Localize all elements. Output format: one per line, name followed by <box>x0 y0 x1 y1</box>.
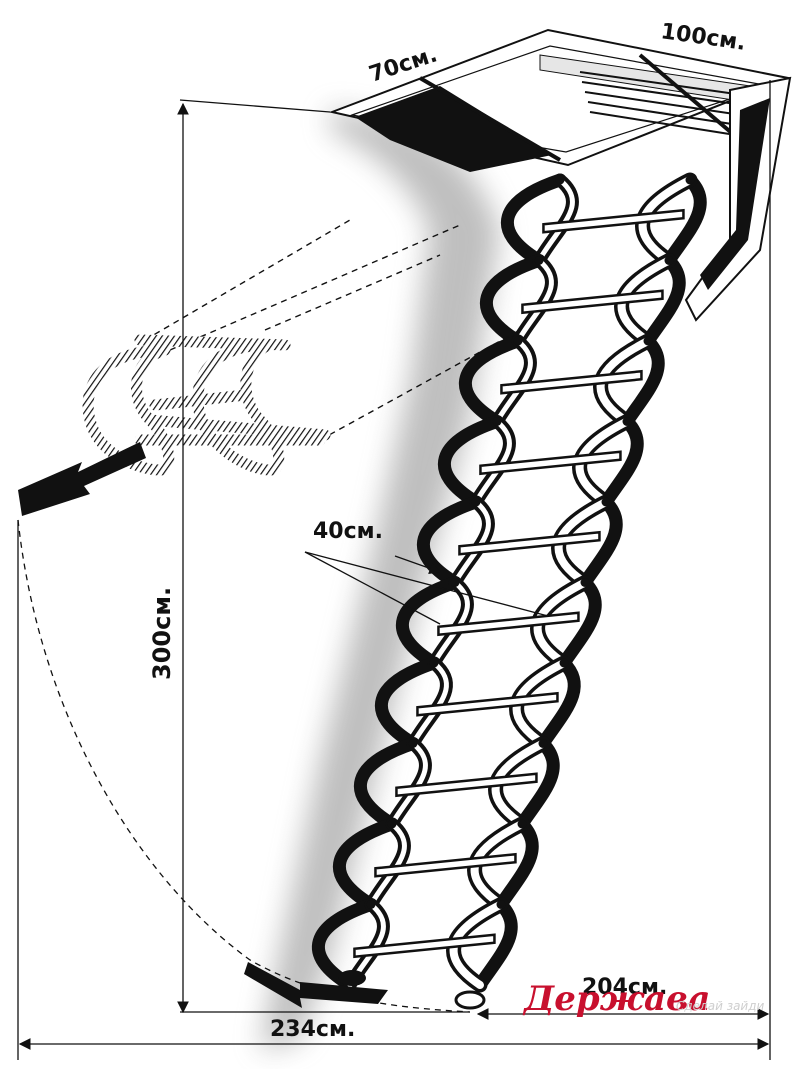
ladder-step <box>542 208 685 234</box>
ladder-pivot <box>559 658 569 668</box>
ladder-step <box>500 369 643 395</box>
ladder-pivot <box>429 658 439 668</box>
ladder-foot-right <box>454 990 486 1010</box>
hatch-frame <box>328 28 792 322</box>
ladder-link-left <box>410 660 449 746</box>
ladder-link-right <box>515 737 560 831</box>
ladder-link-right <box>641 254 686 348</box>
ladder-link-right <box>536 656 581 750</box>
dimension-lines <box>17 80 771 1060</box>
ladder-link-left <box>333 817 399 911</box>
folded-ladder-detail <box>18 219 521 516</box>
ladder-link-left <box>473 419 512 505</box>
ladder-link-right <box>578 495 623 589</box>
ladder-step <box>374 852 517 878</box>
scissor-ladder <box>312 172 707 1010</box>
ladder-link-left <box>480 254 546 348</box>
dim-label-234: 234см. <box>270 1017 355 1042</box>
ladder-step <box>395 772 538 798</box>
brand-logo: Держава <box>522 979 710 1019</box>
ladder-pivot <box>517 819 527 829</box>
ladder-pivot <box>664 256 674 265</box>
ladder-pivot <box>538 739 548 748</box>
ladder-link-left <box>459 334 525 428</box>
dim-label-300: 300см. <box>148 587 176 680</box>
ladder-step <box>353 933 496 959</box>
ladder-foot-left <box>338 970 366 986</box>
ladder-pivot <box>513 336 523 346</box>
ladder-link-left <box>354 737 420 831</box>
ladder-link-right <box>620 334 665 428</box>
swing-arc <box>17 519 471 1013</box>
dim-label-40: 40см. <box>313 519 383 544</box>
dim-label-100: 100см. <box>659 19 747 56</box>
ladder-pivot <box>643 336 653 346</box>
ladder-shadow <box>260 110 500 1050</box>
ladder-link-right <box>557 576 602 670</box>
ladder-pivot <box>496 900 506 909</box>
ladder-step <box>521 289 664 315</box>
ladder-link-right <box>494 817 539 911</box>
ladder-step <box>437 611 580 637</box>
ladder-pivot <box>387 819 397 829</box>
ladder-pivot <box>555 175 565 185</box>
ladder-pivot <box>408 739 418 748</box>
ladder-link-right <box>599 415 644 509</box>
ladder-link-left <box>396 576 462 670</box>
ladder-link-left <box>515 258 554 344</box>
ladder-link-left <box>389 741 428 827</box>
ladder-step <box>479 450 622 476</box>
ladder-link-left <box>494 338 533 424</box>
ladder-pivot <box>534 256 544 265</box>
dim-label-204: 204см. <box>582 975 667 1000</box>
ladder-step <box>416 691 559 717</box>
ladder-pivot <box>685 175 695 185</box>
ladder-link-right <box>473 898 518 992</box>
ladder-pivot <box>601 497 611 507</box>
foot-arrow <box>244 962 388 1008</box>
ladder-pivot <box>450 578 460 587</box>
ladder-pivot <box>366 900 376 909</box>
ladder-link-left <box>312 898 378 992</box>
ladder-link-left <box>431 580 470 666</box>
ladder-link-left <box>452 499 491 585</box>
ladder-pivot <box>580 578 590 587</box>
ladder-link-left <box>438 415 504 509</box>
ladder-link-left <box>536 177 575 263</box>
ladder-pivot <box>471 497 481 507</box>
ladder-link-right <box>662 173 707 267</box>
ladder-link-left <box>375 656 441 750</box>
ladder-pivot <box>492 417 502 426</box>
ladder-pivot <box>622 417 632 426</box>
watermark: Сделай зайди <box>676 999 765 1013</box>
ladder-link-left <box>501 173 567 267</box>
ladder-step <box>458 530 601 556</box>
ladder-link-left <box>368 821 407 907</box>
